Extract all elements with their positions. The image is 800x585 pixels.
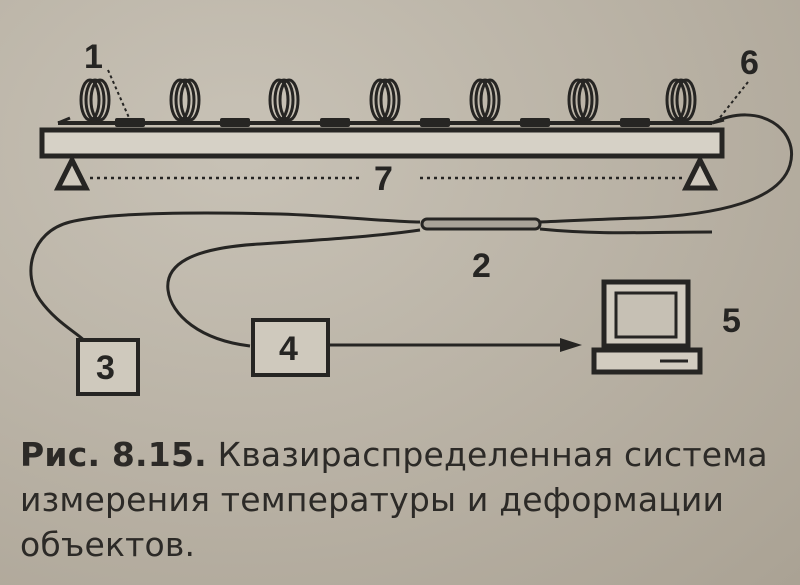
label-5: 5 bbox=[722, 302, 741, 340]
data-arrow bbox=[328, 338, 582, 352]
fiber-sensor bbox=[420, 118, 450, 127]
fiber-coil bbox=[268, 78, 300, 122]
block-3: 3 bbox=[76, 338, 140, 396]
computer-icon bbox=[591, 279, 703, 375]
label-1: 1 bbox=[84, 38, 103, 76]
left-support bbox=[53, 154, 91, 191]
block-4: 4 bbox=[251, 318, 330, 377]
fiber-coil bbox=[79, 78, 111, 122]
measurement-system-diagram: 3 4 1 6 7 2 5 bbox=[29, 38, 793, 396]
right-support bbox=[681, 154, 719, 191]
leader-line-6 bbox=[717, 81, 749, 121]
label-3: 3 bbox=[96, 349, 115, 387]
fiber-coil bbox=[567, 78, 599, 122]
beam-supports bbox=[53, 154, 719, 191]
fiber-coil bbox=[169, 78, 201, 122]
leader-line-1 bbox=[107, 69, 131, 121]
fiber-coil bbox=[369, 78, 401, 122]
fiber-sensors bbox=[115, 118, 650, 127]
fiber-sensor bbox=[320, 118, 350, 127]
fiber-coupler bbox=[29, 211, 713, 348]
label-2: 2 bbox=[472, 247, 491, 285]
fiber-sensor bbox=[620, 118, 650, 127]
beam bbox=[39, 116, 725, 159]
fiber-sensor bbox=[115, 118, 145, 127]
label-4: 4 bbox=[279, 330, 298, 368]
label-6: 6 bbox=[740, 44, 759, 82]
label-7: 7 bbox=[374, 160, 393, 198]
figure-caption: Рис. 8.15. Квазираспределенная система и… bbox=[20, 432, 780, 567]
fiber-coils bbox=[79, 78, 697, 122]
caption-text: Квазираспределенная система измерения те… bbox=[20, 435, 768, 564]
figure-number: Рис. 8.15. bbox=[20, 435, 207, 474]
optical-fiber-loop bbox=[539, 113, 793, 224]
fiber-sensor bbox=[520, 118, 550, 127]
fiber-sensor bbox=[220, 118, 250, 127]
fiber-coil bbox=[665, 78, 697, 122]
fiber-coil bbox=[469, 78, 501, 122]
